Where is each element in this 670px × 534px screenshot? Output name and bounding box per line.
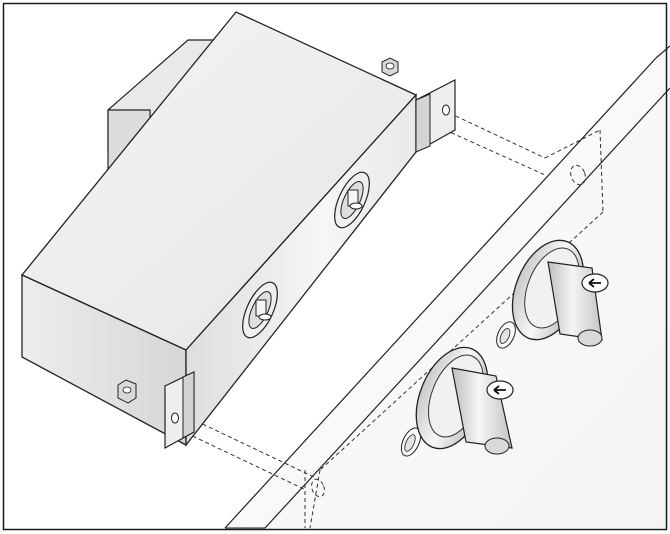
upper-mounting-bracket [415,79,456,154]
appliance-body-housing [20,11,418,447]
lower-control-knob [400,346,514,457]
lower-mounting-bracket [164,371,195,450]
upper-knob-spindle [334,171,370,229]
front-panel [224,45,670,529]
lower-hex-nut [117,379,137,404]
upper-hex-nut [381,57,399,77]
upper-control-knob [496,239,609,349]
lower-knob-spindle [242,281,278,339]
